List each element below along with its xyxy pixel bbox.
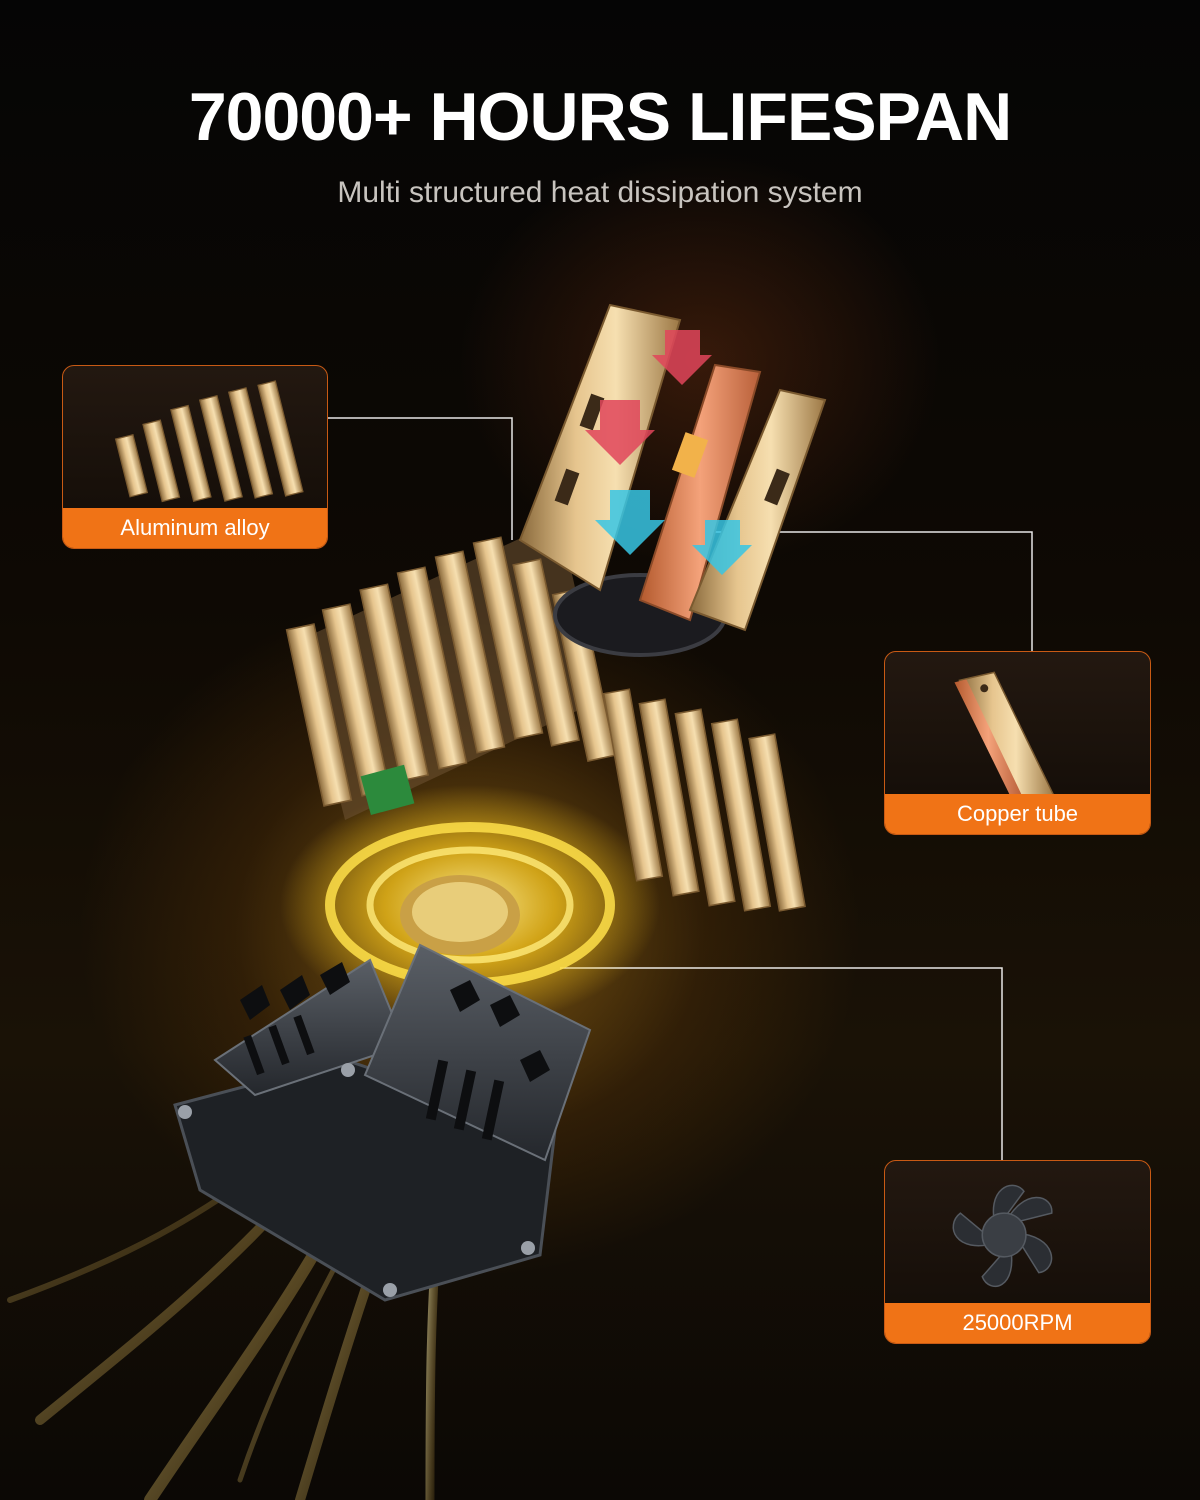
aluminum-heatsink-fins — [285, 520, 806, 912]
callout-label: Aluminum alloy — [63, 508, 327, 548]
aluminum-heatsink-icon — [114, 380, 304, 503]
fan-cover-cage — [173, 943, 592, 1302]
callout-connector-lines — [328, 417, 1033, 1160]
subheadline: Multi structured heat dissipation system — [337, 176, 863, 209]
headline: 70000+ HOURS LIFESPAN — [188, 79, 1012, 155]
callout-aluminum-alloy: Aluminum alloy — [62, 365, 328, 549]
callout-label: 25000RPM — [885, 1303, 1150, 1343]
callout-fan-speed: 25000RPM — [884, 1160, 1151, 1344]
copper-tube-icon — [954, 671, 1055, 796]
callout-label: Copper tube — [885, 794, 1150, 834]
spinning-fan-glow — [280, 785, 660, 1025]
callout-copper-tube: Copper tube — [884, 651, 1151, 835]
heat-flow-arrows — [585, 330, 752, 575]
cooling-fan-icon — [952, 1184, 1053, 1287]
